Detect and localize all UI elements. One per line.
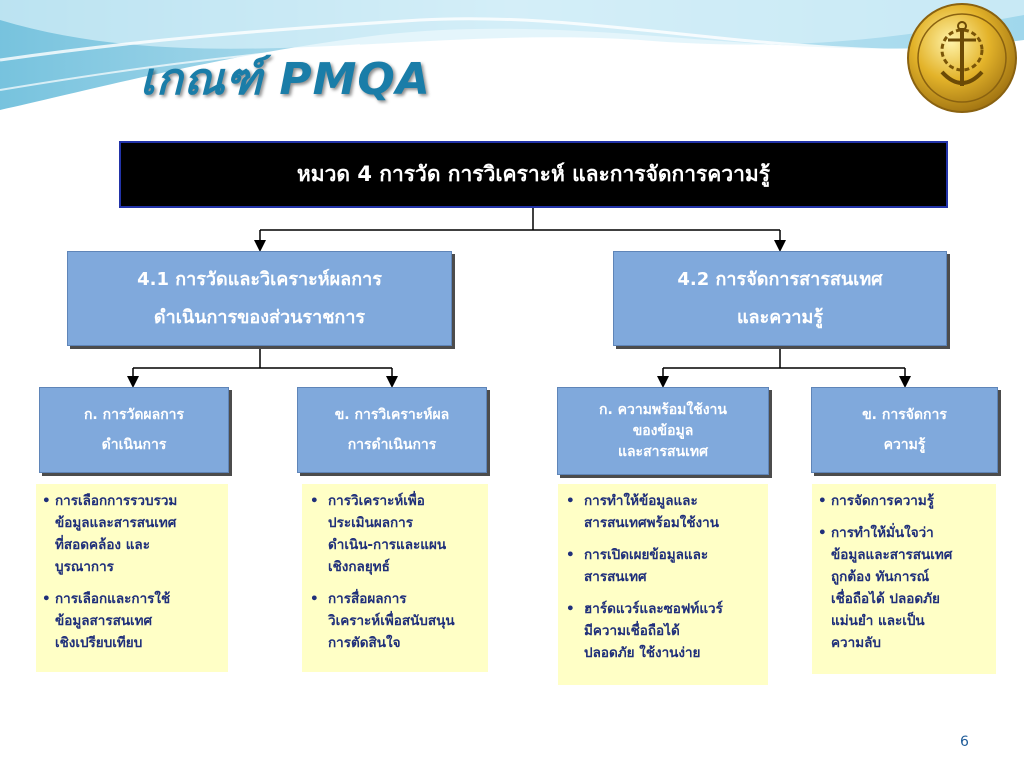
background-waves — [0, 0, 1024, 110]
note-bullet: การจัดการความรู้ — [818, 490, 992, 512]
note-line: เชิงเปรียบเทียบ — [55, 635, 143, 651]
note-line: การวิเคราะห์เพื่อ — [328, 493, 425, 509]
item-4-2-a-line-2: ของข้อมูล — [632, 422, 694, 439]
note-bullet: ฮาร์ดแวร์และซอฟท์แวร์ มีความเชื่อถือได้ … — [566, 598, 764, 664]
note-line: ข้อมูลสารสนเทศ — [55, 613, 153, 629]
note-line: บูรณาการ — [55, 559, 114, 575]
note-line: มีความเชื่อถือได้ — [584, 623, 680, 639]
note-line: ประเมินผลการ — [328, 515, 414, 531]
item-4-1-b-box: ข. การวิเคราะห์ผล การดำเนินการ — [297, 387, 487, 473]
note-line: การจัดการความรู้ — [831, 493, 935, 509]
note-line: ดำเนิน-การและแผน — [328, 537, 447, 553]
item-4-1-b-line-1: ข. การวิเคราะห์ผล — [334, 407, 450, 423]
note-bullet: การเลือกและการใช้ ข้อมูลสารสนเทศ เชิงเปร… — [42, 588, 224, 654]
notes-4-1-a: การเลือกการรวบรวม ข้อมูลและสารสนเทศ ที่ส… — [36, 484, 228, 672]
note-line: ข้อมูลและสารสนเทศ — [55, 515, 177, 531]
item-4-1-a-line-1: ก. การวัดผลการ — [83, 407, 185, 423]
note-line: สารสนเทศพร้อมใช้งาน — [584, 515, 719, 531]
note-bullet: การทำให้มั่นใจว่า ข้อมูลและสารสนเทศ ถูกต… — [818, 522, 992, 654]
notes-4-2-a: การทำให้ข้อมูลและ สารสนเทศพร้อมใช้งาน กา… — [558, 484, 768, 685]
item-4-2-b-box: ข. การจัดการ ความรู้ — [811, 387, 998, 473]
subcategory-4-1-line-2: ดำเนินการของส่วนราชการ — [153, 306, 366, 328]
note-line: การเลือกการรวบรวม — [55, 493, 178, 509]
note-line: เชิงกลยุทธ์ — [328, 559, 390, 575]
item-4-2-b-line-2: ความรู้ — [883, 437, 926, 453]
note-line: วิเคราะห์เพื่อสนับสนุน — [328, 613, 455, 629]
note-line: แม่นยำ และเป็น — [831, 613, 925, 629]
notes-4-1-b: การวิเคราะห์เพื่อ ประเมินผลการ ดำเนิน-กา… — [302, 484, 488, 672]
note-bullet: การสื่อผลการ วิเคราะห์เพื่อสนับสนุน การต… — [310, 588, 484, 654]
subcategory-4-1-line-1: 4.1 การวัดและวิเคราะห์ผลการ — [137, 268, 382, 290]
note-line: ความลับ — [831, 635, 881, 651]
page-number: 6 — [960, 734, 969, 750]
item-4-1-b-line-2: การดำเนินการ — [347, 437, 437, 453]
note-line: เชื่อถือได้ ปลอดภัย — [831, 591, 940, 607]
item-4-2-a-line-3: และสารสนเทศ — [617, 443, 709, 460]
note-line: ปลอดภัย ใช้งานง่าย — [584, 645, 701, 661]
gold-anchor-gear-emblem-icon — [907, 3, 1017, 113]
note-bullet: การเปิดเผยข้อมูลและ สารสนเทศ — [566, 544, 764, 588]
note-line: ข้อมูลและสารสนเทศ — [831, 547, 953, 563]
subcategory-4-2-line-2: และความรู้ — [736, 306, 824, 328]
slide-title: เกณฑ์ PMQA — [140, 54, 431, 105]
note-bullet: การทำให้ข้อมูลและ สารสนเทศพร้อมใช้งาน — [566, 490, 764, 534]
note-bullet: การเลือกการรวบรวม ข้อมูลและสารสนเทศ ที่ส… — [42, 490, 224, 578]
note-line: การเลือกและการใช้ — [55, 591, 171, 607]
item-4-1-a-box: ก. การวัดผลการ ดำเนินการ — [39, 387, 229, 473]
subcategory-4-2-box: 4.2 การจัดการสารสนเทศ และความรู้ — [613, 251, 947, 346]
note-line: ถูกต้อง ทันการณ์ — [831, 569, 930, 585]
note-line: ที่สอดคล้อง และ — [55, 537, 150, 553]
note-line: การทำให้มั่นใจว่า — [831, 525, 934, 541]
item-4-1-a-line-2: ดำเนินการ — [101, 437, 167, 453]
item-4-2-b-line-1: ข. การจัดการ — [862, 407, 947, 423]
subcategory-4-2-line-1: 4.2 การจัดการสารสนเทศ — [677, 268, 883, 290]
note-line: การสื่อผลการ — [328, 591, 407, 607]
note-line: สารสนเทศ — [584, 569, 647, 585]
category-4-header: หมวด 4 การวัด การวิเคราะห์ และการจัดการค… — [119, 141, 948, 208]
note-line: การทำให้ข้อมูลและ — [584, 493, 698, 509]
note-bullet: การวิเคราะห์เพื่อ ประเมินผลการ ดำเนิน-กา… — [310, 490, 484, 578]
note-line: การเปิดเผยข้อมูลและ — [584, 547, 709, 563]
subcategory-4-1-box: 4.1 การวัดและวิเคราะห์ผลการ ดำเนินการของ… — [67, 251, 452, 346]
item-4-2-a-box: ก. ความพร้อมใช้งาน ของข้อมูล และสารสนเทศ — [557, 387, 769, 475]
note-line: การตัดสินใจ — [328, 635, 401, 651]
notes-4-2-b: การจัดการความรู้ การทำให้มั่นใจว่า ข้อมู… — [812, 484, 996, 674]
note-line: ฮาร์ดแวร์และซอฟท์แวร์ — [584, 601, 723, 617]
item-4-2-a-line-1: ก. ความพร้อมใช้งาน — [599, 401, 727, 418]
